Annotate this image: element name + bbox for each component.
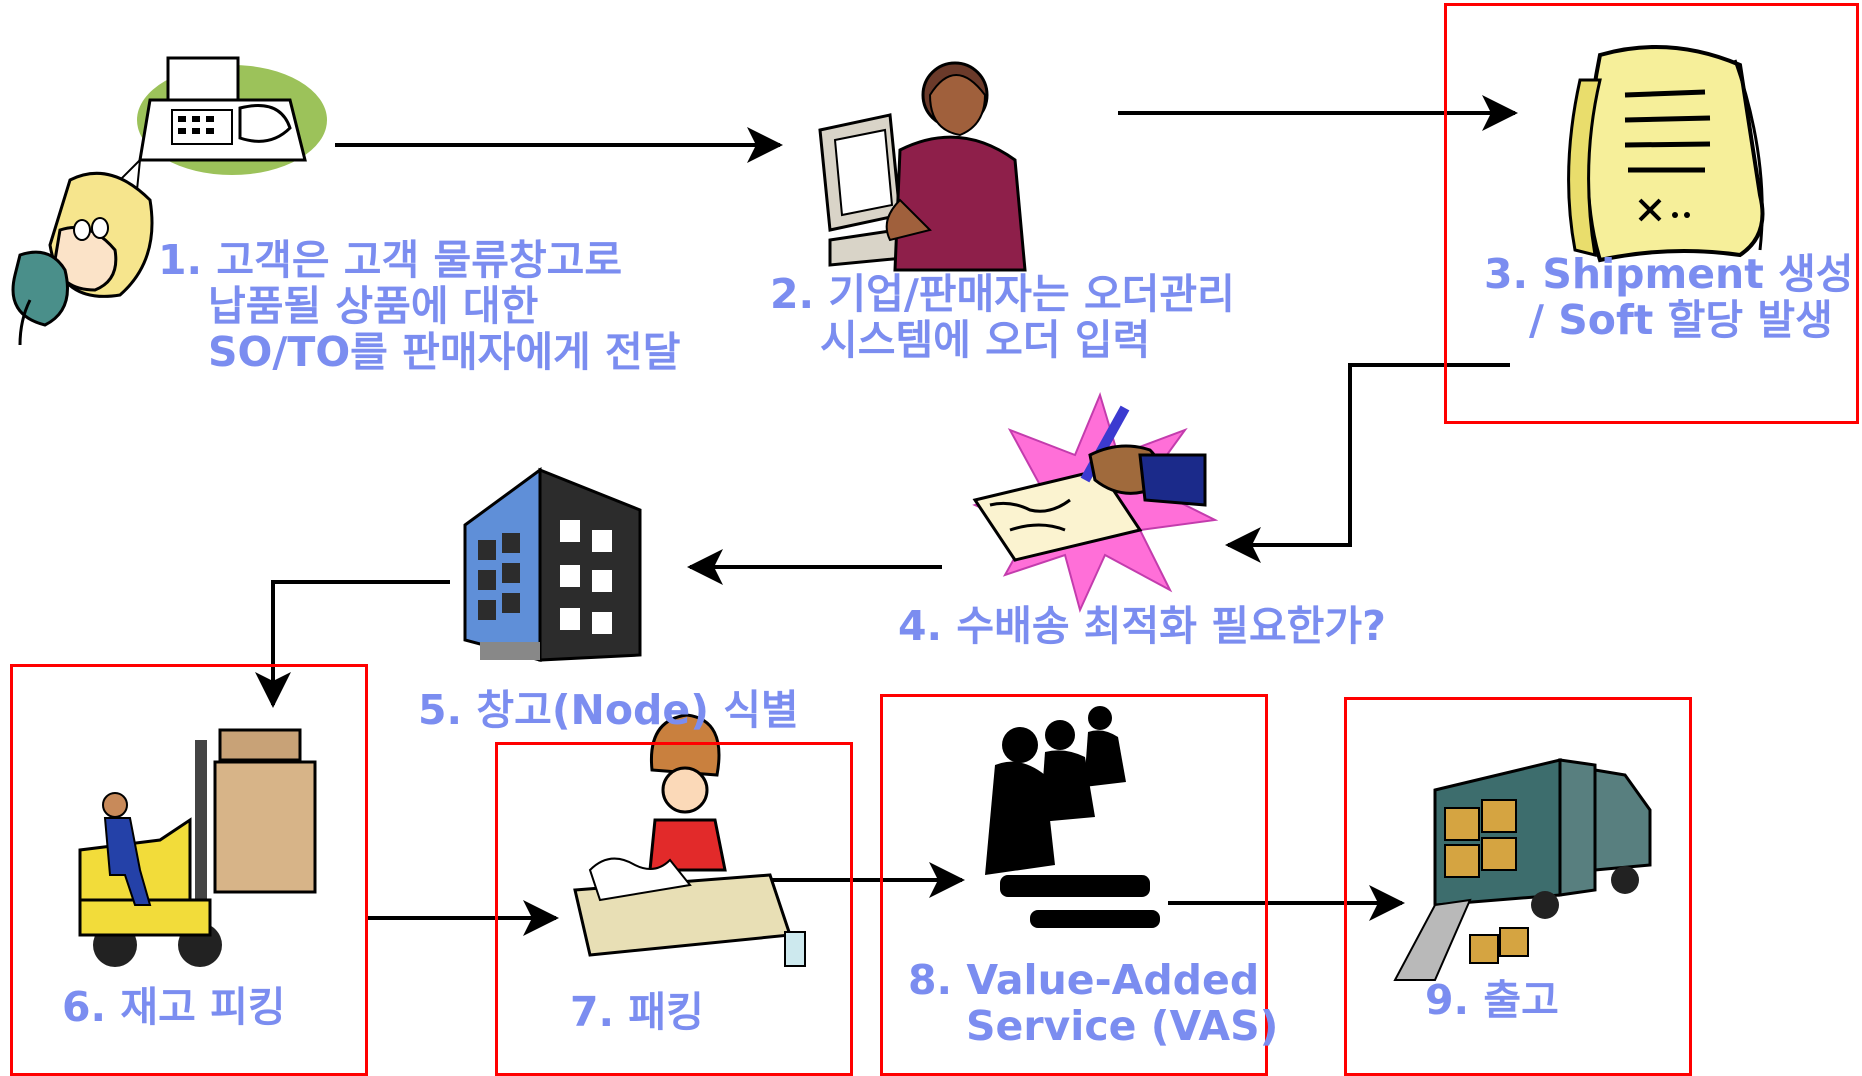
forklift-icon (78, 728, 317, 967)
step-3-line-1: 3. Shipment 생성 (1484, 250, 1854, 298)
step-2-line-1: 2. 기업/판매자는 오더관리 (770, 270, 1235, 318)
signing-contract-icon (972, 392, 1219, 613)
arrow-3-to-4 (1225, 363, 1510, 563)
step-8-line-2: Service (VAS) (966, 1001, 1279, 1050)
step-5-line-1: 5. 창고(Node) 식별 (418, 686, 799, 734)
step-4-label: 4. 수배송 최적화 필요한가? (898, 602, 1386, 650)
highlight-step-8 (880, 694, 1268, 1076)
step-2-label: 2. 기업/판매자는 오더관리 시스템에 오더 입력 (770, 270, 1235, 364)
step-4-line-1: 4. 수배송 최적화 필요한가? (898, 602, 1386, 650)
step-3-label: 3. Shipment 생성 / Soft 할당 발생 (1484, 250, 1854, 344)
operator-at-computer-icon (818, 61, 1027, 272)
highlight-step-3 (1444, 3, 1859, 424)
step-1-line-1: 1. 고객은 고객 물류창고로 (158, 236, 623, 284)
step-9-label: 9. 출고 (1425, 976, 1559, 1024)
step-2-line-2: 시스템에 오더 입력 (820, 315, 1151, 364)
step-5-label: 5. 창고(Node) 식별 (418, 686, 799, 734)
step-3-line-2: / Soft 할당 발생 (1529, 295, 1833, 344)
step-6-label: 6. 재고 피킹 (62, 983, 286, 1031)
fax-phone-icon (11, 56, 327, 346)
highlight-step-7 (495, 742, 853, 1076)
step-7-line-1: 7. 패킹 (570, 988, 704, 1036)
highlight-step-9 (1344, 697, 1692, 1076)
delivery-truck-icon (1393, 758, 1652, 981)
step-9-line-1: 9. 출고 (1425, 976, 1559, 1024)
warehouse-building-icon (463, 467, 642, 662)
step-6-line-1: 6. 재고 피킹 (62, 983, 286, 1031)
document-list-icon (1567, 45, 1765, 263)
step-1-label: 1. 고객은 고객 물류창고로 납품될 상품에 대한 SO/TO를 판매자에게 … (158, 236, 681, 376)
step-1-line-3: SO/TO를 판매자에게 전달 (208, 327, 681, 376)
highlight-step-6 (10, 664, 368, 1076)
step-8-label: 8. Value-Added Service (VAS) (908, 956, 1279, 1050)
step-8-line-1: 8. Value-Added (908, 956, 1260, 1004)
step-1-line-2: 납품될 상품에 대한 (208, 281, 539, 330)
assembly-workers-icon (985, 706, 1160, 928)
step-7-label: 7. 패킹 (570, 988, 704, 1036)
